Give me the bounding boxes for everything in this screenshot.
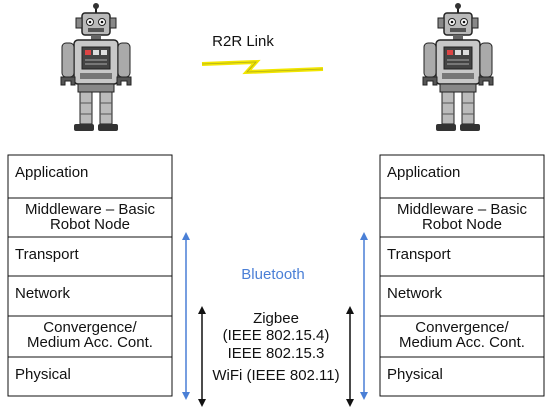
standard-ieee-802-15-4: (IEEE 802.15.4) (223, 327, 330, 344)
left-layer-label-4: Convergence/Medium Acc. Cont. (27, 319, 153, 351)
right-layer-label-2: Transport (387, 246, 451, 263)
standard-wifi: WiFi (IEEE 802.11) (212, 367, 339, 384)
left-layer-label-0: Application (15, 164, 88, 181)
left-layer-label-5: Physical (15, 366, 71, 383)
left-layer-box-2 (7, 236, 173, 277)
left-layer-label-2: Transport (15, 246, 79, 263)
standard-zigbee: Zigbee (253, 310, 299, 327)
right-layer-box-5 (379, 356, 545, 397)
right-layer-label-0: Application (387, 164, 460, 181)
right-layer-label-5: Physical (387, 366, 443, 383)
left-layer-label-3: Network (15, 285, 71, 302)
right-layer-label-3: Network (387, 285, 443, 302)
bluetooth-label: Bluetooth (241, 266, 304, 283)
right-layer-label-4: Convergence/Medium Acc. Cont. (399, 319, 525, 351)
robot-icon-right (422, 2, 494, 132)
right-layer-box-0 (379, 154, 545, 199)
r2r-link-label: R2R Link (212, 33, 274, 50)
standards-labels: Zigbee (IEEE 802.15.4) IEEE 802.15.3 WiF… (212, 310, 339, 384)
robot-icon-left (60, 2, 132, 132)
left-layer-box-5 (7, 356, 173, 397)
left-layer-box-4 (7, 315, 173, 358)
standard-ieee-802-15-3: IEEE 802.15.3 (228, 345, 325, 362)
right-layer-box-4 (379, 315, 545, 358)
right-layer-box-2 (379, 236, 545, 277)
right-layer-box-3 (379, 275, 545, 317)
left-layer-box-1 (7, 197, 173, 238)
